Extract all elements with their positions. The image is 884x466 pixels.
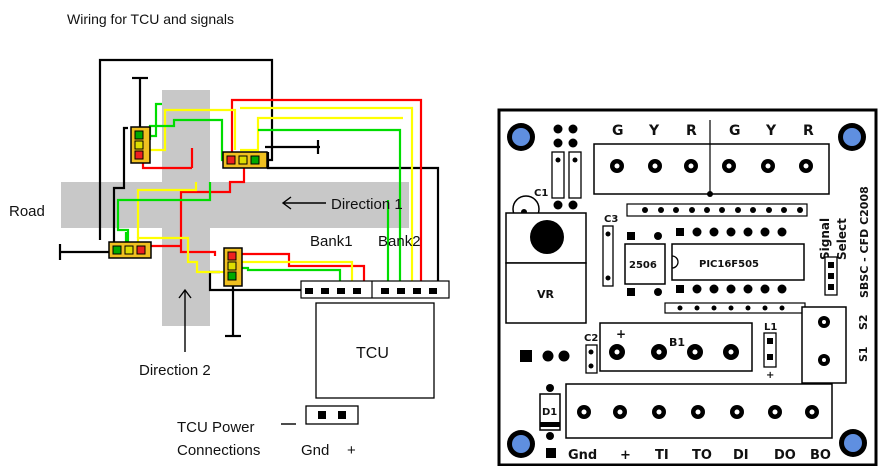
resistor-pair <box>551 151 582 199</box>
road-label: Road <box>9 203 45 220</box>
signal-terminal-block <box>593 120 830 197</box>
d1-label: D1 <box>542 407 557 418</box>
chip-pic-label: PIC16F505 <box>699 259 759 270</box>
direction1-label: Direction 1 <box>331 196 403 213</box>
bottom-label-gnd: Gnd <box>568 448 597 463</box>
bottom-label-do: DO <box>774 448 796 463</box>
s2-label: S2 <box>857 314 870 330</box>
sbsc-label: SBSC - CFD C2008 <box>858 186 871 298</box>
direction2-label: Direction 2 <box>139 362 211 379</box>
tcu-terminal-block <box>300 280 450 299</box>
left-pads <box>520 350 570 362</box>
signal-select-label-1: Signal <box>818 218 832 260</box>
top-label-1: G <box>612 123 624 139</box>
tcu-power-label: TCU Power <box>177 419 255 436</box>
top-label-2: Y <box>648 123 660 139</box>
b1-plus: + <box>616 327 626 341</box>
plus-label: + <box>347 442 356 459</box>
tcu-box <box>315 302 435 399</box>
connections-label: Connections <box>177 442 260 459</box>
c1-label: C1 <box>534 188 548 199</box>
c3-label: C3 <box>604 214 618 225</box>
pcb-board: G Y R G Y R + C1 <box>497 108 878 466</box>
bottom-label-plus: + <box>620 448 631 463</box>
wiring-title: Wiring for TCU and signals <box>67 11 234 27</box>
top-label-5: Y <box>765 123 777 139</box>
l1-plus: + <box>766 370 774 381</box>
bottom-label-to: TO <box>692 448 712 463</box>
yellow-wires <box>136 106 414 286</box>
green-wires <box>116 102 402 286</box>
top-left-pads <box>553 124 578 210</box>
b1-block: + <box>599 322 753 372</box>
s1-label: S1 <box>857 346 870 362</box>
power-terminal-block <box>546 383 833 458</box>
chip-2506 <box>624 232 666 296</box>
vr-potentiometer <box>505 212 587 324</box>
signal-head-bottom <box>223 247 243 287</box>
mount-hole-top-left <box>507 123 535 151</box>
tcu-label: TCU <box>356 345 389 362</box>
top-label-4: G <box>729 123 741 139</box>
resistor-row <box>664 302 806 314</box>
header-pin-row <box>626 203 808 217</box>
wiring-diagram: Wiring for TCU and signals <box>9 11 450 459</box>
signal-head-left <box>108 241 152 259</box>
bank2-label: Bank2 <box>378 233 421 250</box>
c2-capacitor <box>585 344 598 374</box>
bottom-label-ti: TI <box>655 448 669 463</box>
mount-hole-bottom-left <box>507 430 535 458</box>
mount-hole-top-right <box>838 123 866 151</box>
s1-s2-terminal <box>801 306 847 384</box>
chip-pic16f505 <box>671 227 805 294</box>
l1-inductor <box>763 332 777 368</box>
top-label-6: R <box>803 123 814 139</box>
direction2-arrow-icon <box>178 288 192 352</box>
signal-select-label-2: Select <box>835 218 849 260</box>
signal-head-right <box>222 151 268 169</box>
d1-diode <box>539 384 561 440</box>
chip-2506-label: 2506 <box>629 260 657 271</box>
vr-label: VR <box>537 288 555 301</box>
bank1-label: Bank1 <box>310 233 353 250</box>
bottom-label-di: DI <box>733 448 749 463</box>
direction1-arrow-icon <box>281 196 326 210</box>
l1-label: L1 <box>764 322 777 333</box>
signal-head-top <box>130 126 151 164</box>
c3-capacitor <box>602 225 614 287</box>
gnd-label: Gnd <box>301 442 329 459</box>
signal-select-jumper <box>824 256 838 296</box>
c2-label: C2 <box>584 333 598 344</box>
road-vertical <box>162 90 210 326</box>
tcu-power-connector <box>281 405 359 425</box>
bottom-label-bo: BO <box>810 448 831 463</box>
b1-label: B1 <box>669 336 685 349</box>
top-label-3: R <box>686 123 697 139</box>
mount-hole-bottom-right <box>839 429 867 457</box>
